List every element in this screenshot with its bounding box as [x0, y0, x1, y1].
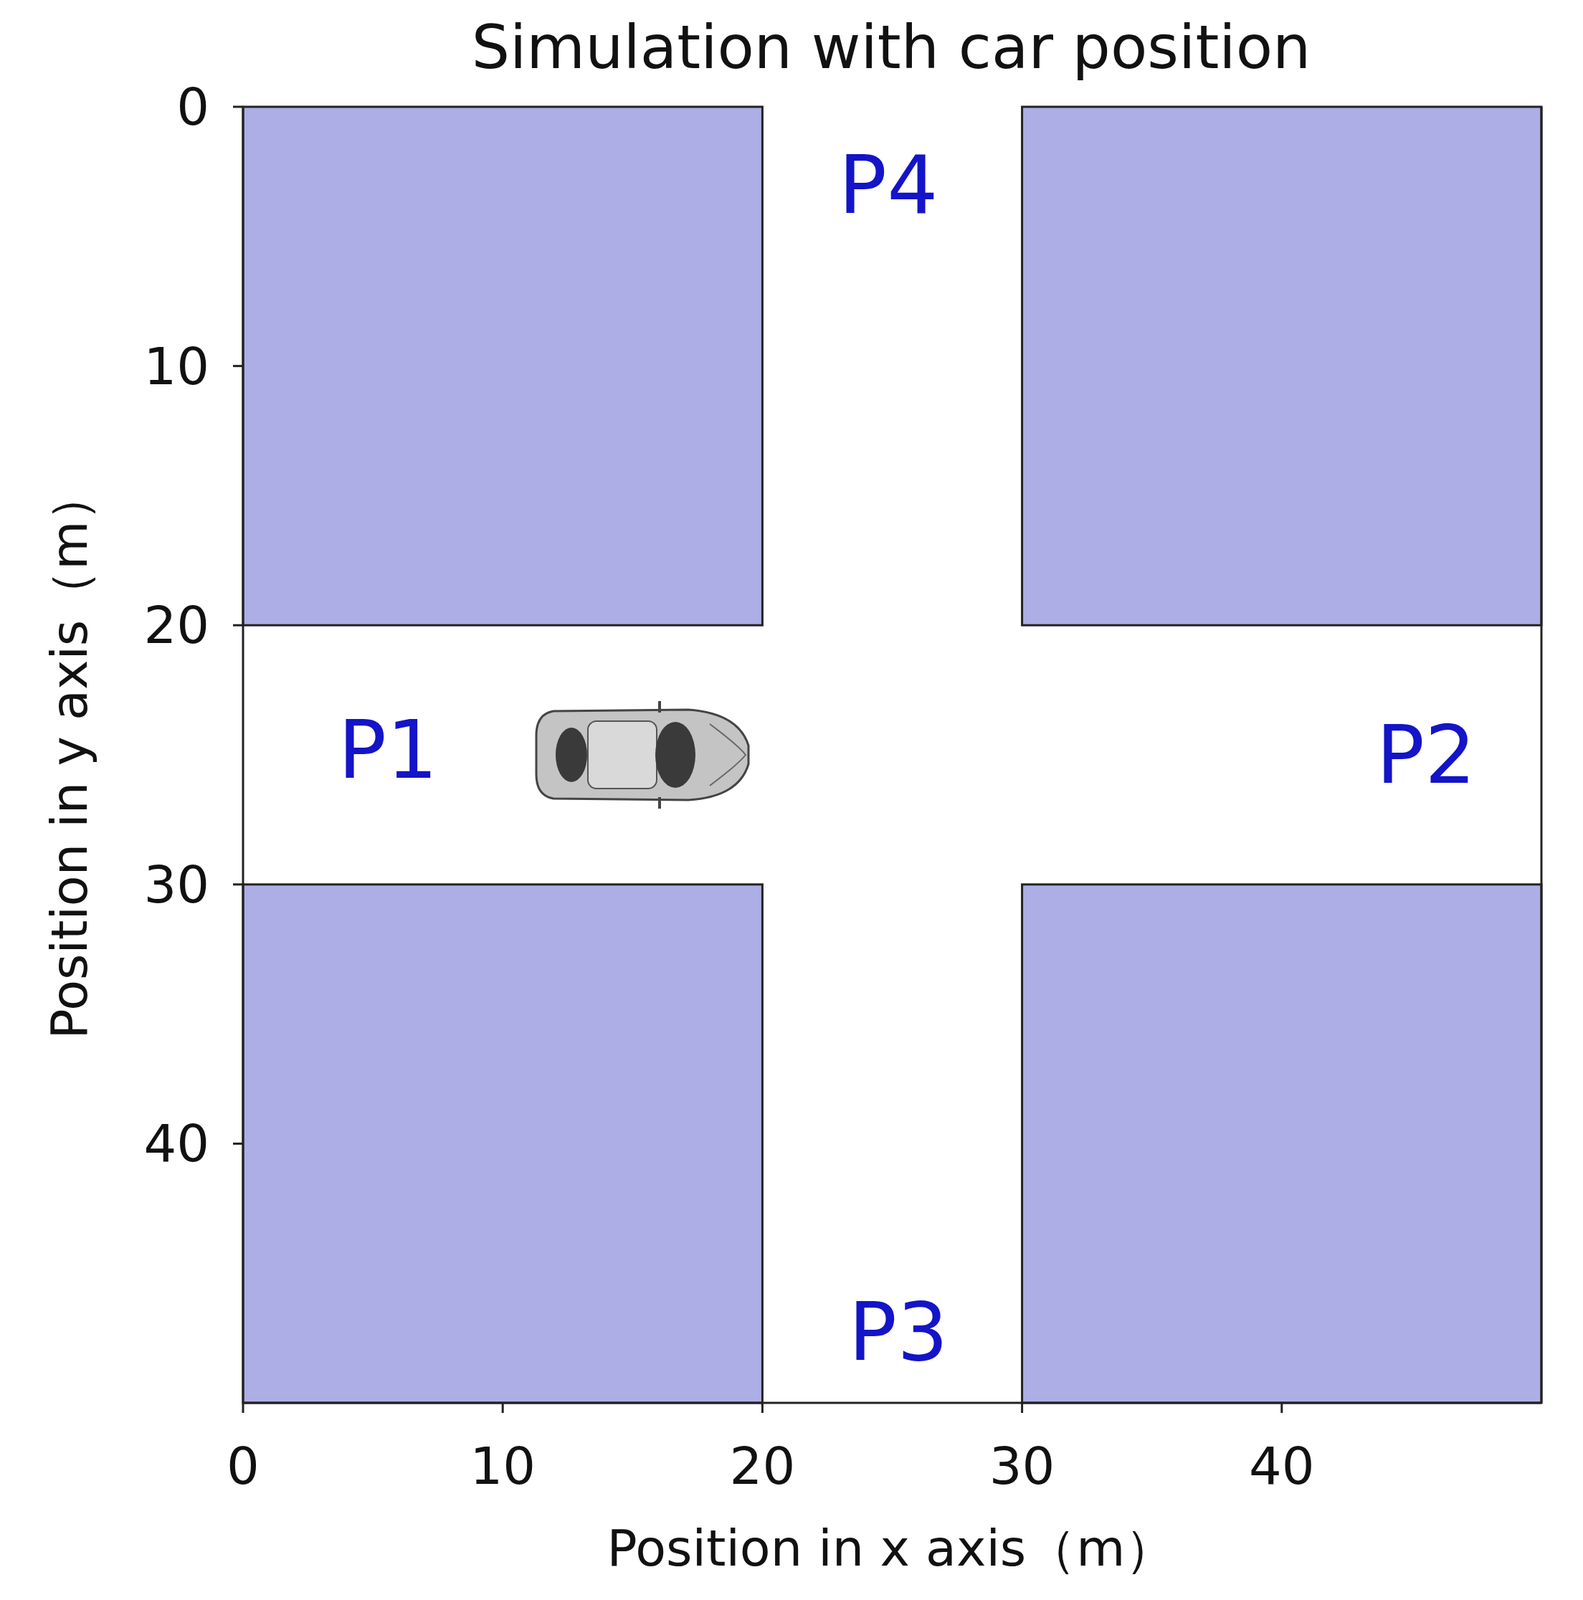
block — [1022, 106, 1542, 626]
tick-label: 30 — [143, 858, 210, 911]
block — [1022, 884, 1542, 1404]
car-body — [536, 709, 749, 801]
car-windshield — [655, 721, 696, 788]
car-icon — [536, 701, 749, 809]
bottom-spine — [243, 1402, 1542, 1405]
region-label: P2 — [1376, 714, 1477, 796]
axis-title: Position in y axis（m） — [44, 471, 95, 1040]
car-hood-line — [709, 724, 746, 786]
tick-label: 10 — [469, 1440, 536, 1492]
chart-title: Simulation with car position — [471, 17, 1312, 78]
axis-spines — [243, 106, 1542, 1404]
car-roof — [587, 721, 657, 789]
car-mirror — [658, 701, 662, 713]
tick-label: 10 — [143, 340, 210, 393]
tick-label: 0 — [176, 81, 210, 133]
tick — [233, 106, 244, 109]
axis-title: Position in x axis（m） — [607, 1523, 1176, 1574]
tick — [242, 1403, 245, 1414]
tick-label: 20 — [143, 599, 210, 651]
tick — [233, 883, 244, 886]
region-label: P4 — [838, 144, 939, 226]
tick — [501, 1403, 505, 1414]
tick-label: 40 — [1248, 1440, 1315, 1492]
tick-label: 0 — [226, 1440, 260, 1492]
left-spine — [242, 106, 245, 1404]
tick-label: 20 — [729, 1440, 796, 1492]
tick-label: 30 — [989, 1440, 1056, 1492]
region-label: P3 — [848, 1291, 949, 1373]
block — [243, 884, 763, 1404]
tick — [233, 624, 244, 627]
city-blocks — [243, 106, 1542, 1404]
block — [243, 106, 763, 626]
tick-marks — [233, 106, 1282, 1414]
car-mirror — [658, 797, 662, 809]
car-rear-window — [555, 727, 588, 783]
tick — [761, 1403, 764, 1414]
right-spine — [1540, 106, 1543, 1404]
tick — [1020, 1403, 1024, 1414]
tick — [1280, 1403, 1283, 1414]
tick-label: 40 — [143, 1117, 210, 1170]
region-label: P1 — [338, 709, 439, 791]
tick — [233, 364, 244, 368]
tick — [233, 1142, 244, 1145]
